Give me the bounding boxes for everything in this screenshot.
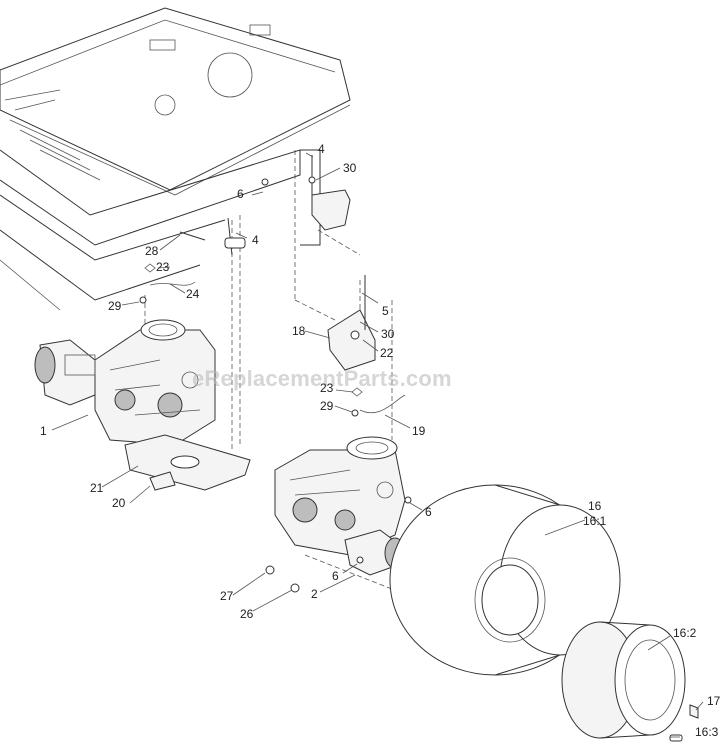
- callout-2: 2: [311, 587, 318, 601]
- callout-16-3: 16:3: [695, 725, 719, 739]
- callout-6-right: 6: [425, 505, 432, 519]
- right-transmission: [274, 436, 406, 576]
- callout-1: 1: [40, 424, 47, 438]
- mount-plate: [124, 434, 251, 491]
- callout-4-top: 4: [318, 142, 325, 156]
- callout-28: 28: [145, 244, 159, 258]
- callout-27: 27: [220, 589, 234, 603]
- callout-6-upper: 6: [237, 187, 244, 201]
- tire: [389, 484, 621, 676]
- callout-20: 20: [112, 496, 126, 510]
- callout-30-top: 30: [343, 161, 357, 175]
- watermark-text: eReplacementParts.com: [192, 366, 452, 391]
- left-transmission: [34, 319, 216, 446]
- callout-21: 21: [90, 481, 104, 495]
- callout-16-1: 16:1: [583, 514, 607, 528]
- bracket-top: [308, 155, 351, 231]
- callout-23-upper: 23: [156, 260, 170, 274]
- chassis-frame: [0, 7, 351, 311]
- callout-29-lower: 29: [320, 399, 334, 413]
- callout-26: 26: [240, 607, 254, 621]
- callout-5: 5: [382, 304, 389, 318]
- rim: [561, 621, 686, 739]
- leader-lines: [51, 152, 704, 738]
- valve-and-nut: [669, 704, 699, 742]
- callout-16-2: 16:2: [673, 626, 697, 640]
- hardware: [139, 178, 412, 593]
- callout-6-lower: 6: [332, 569, 339, 583]
- callout-22: 22: [380, 346, 394, 360]
- callout-18: 18: [292, 324, 306, 338]
- callout-30-mid: 30: [381, 327, 395, 341]
- callout-19: 19: [412, 424, 426, 438]
- callout-16: 16: [588, 499, 602, 513]
- callout-17: 17: [707, 694, 721, 708]
- bracket-18: [327, 275, 376, 371]
- callout-29-upper: 29: [108, 299, 122, 313]
- callout-24: 24: [186, 287, 200, 301]
- callout-4-mid: 4: [252, 233, 259, 247]
- callout-23-lower: 23: [320, 381, 334, 395]
